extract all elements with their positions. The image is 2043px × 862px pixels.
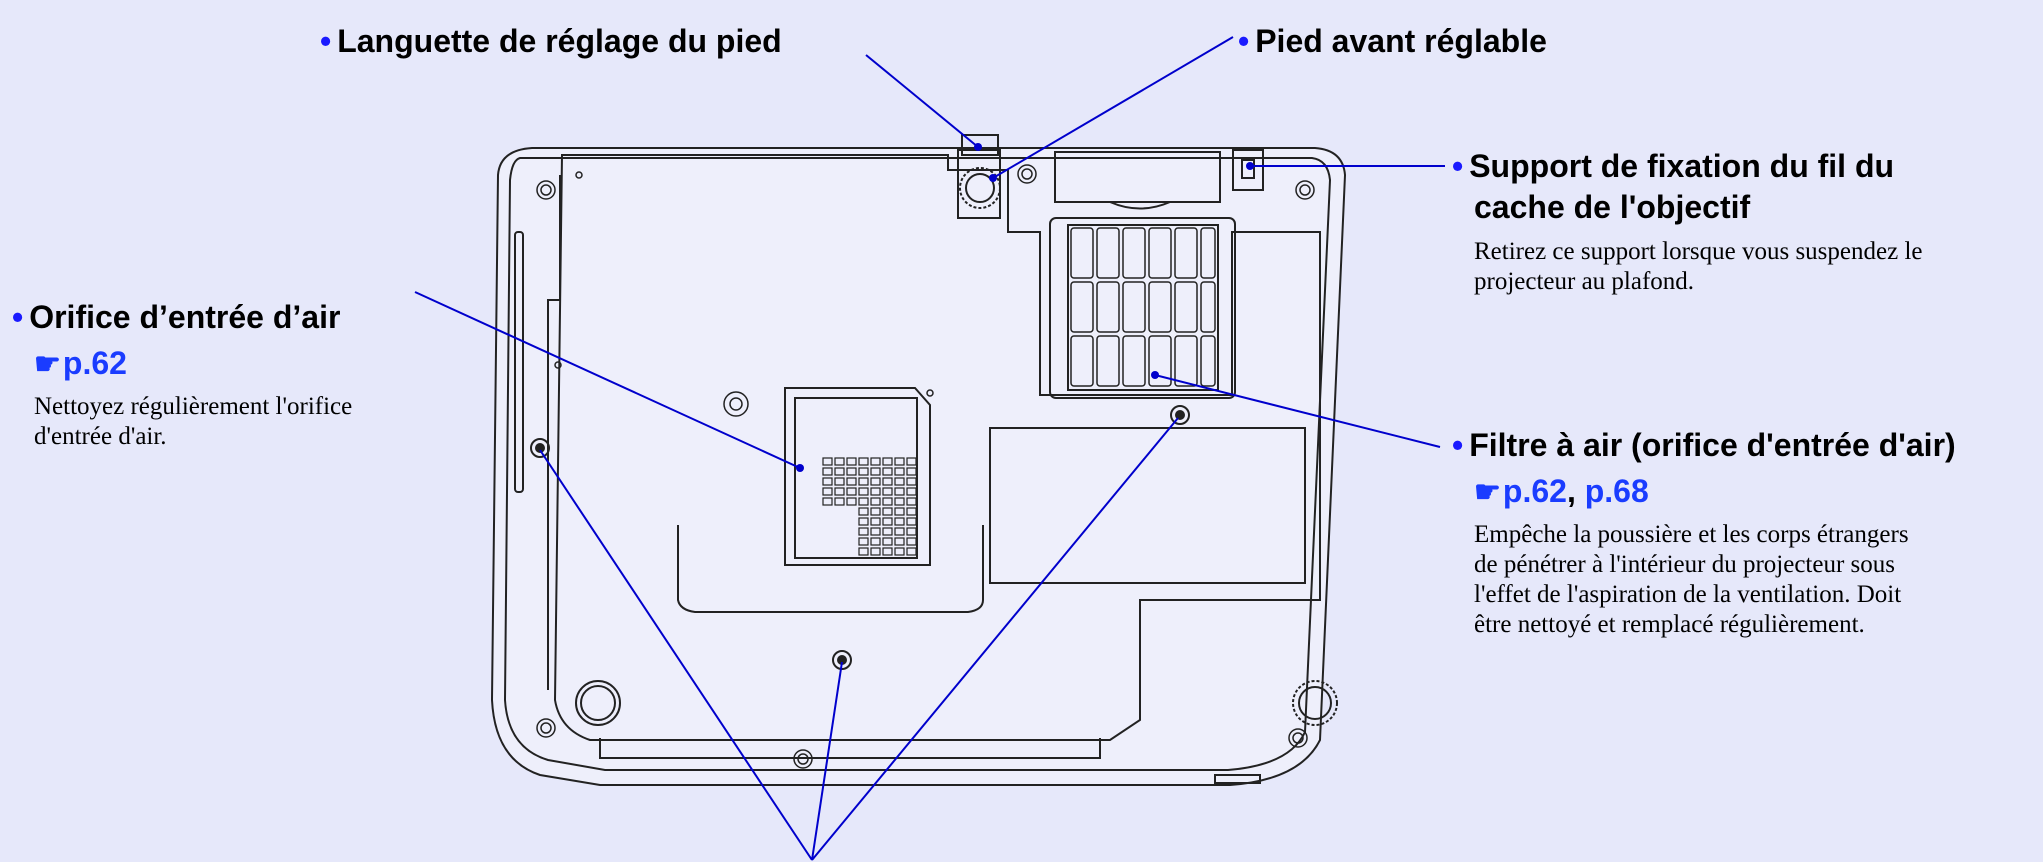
front-foot-label: •Pied avant réglable	[1238, 23, 1547, 59]
air-filter-grille	[1070, 227, 1216, 387]
air-intake-page-ref: ☛p.62	[34, 344, 127, 384]
bullet-icon: •	[12, 299, 24, 335]
air-intake-description: Nettoyez régulièrement l'orifice d'entré…	[34, 393, 353, 450]
leader-lines	[414, 36, 1445, 861]
bullet-icon: •	[1238, 23, 1250, 59]
pointer-hand-icon: ☛	[34, 348, 61, 381]
bullet-icon: •	[1452, 148, 1464, 184]
intake-vent-holes	[822, 457, 917, 556]
page-link-62[interactable]: p.62	[1502, 473, 1567, 509]
air-filter-page-ref: ☛p.62, p.68	[1474, 473, 1649, 509]
page-link-62[interactable]: p.62	[62, 345, 127, 381]
page-link-68[interactable]: p.68	[1584, 473, 1649, 509]
pointer-hand-icon: ☛	[1474, 476, 1501, 509]
foot-lever-label: •Languette de réglage du pied	[320, 23, 782, 59]
air-intake-label: •Orifice d’entrée d’air	[12, 299, 341, 335]
air-filter-description: Empêche la poussière et les corps étrang…	[1474, 521, 1909, 638]
lens-cover-mount-description: Retirez ce support lorsque vous suspende…	[1474, 238, 1923, 295]
air-filter-label: •Filtre à air (orifice d'entrée d'air)	[1452, 427, 1956, 463]
leader-dots	[796, 143, 1254, 472]
projector-body	[490, 134, 1347, 786]
bullet-icon: •	[1452, 427, 1464, 463]
bullet-icon: •	[320, 23, 332, 59]
rear-feet	[530, 405, 1338, 726]
lens-cover-mount-label: •Support de fixation du fil du	[1452, 148, 1895, 184]
lens-cover-mount-label-line2: cache de l'objectif	[1474, 189, 1751, 225]
screws	[536, 164, 1315, 769]
